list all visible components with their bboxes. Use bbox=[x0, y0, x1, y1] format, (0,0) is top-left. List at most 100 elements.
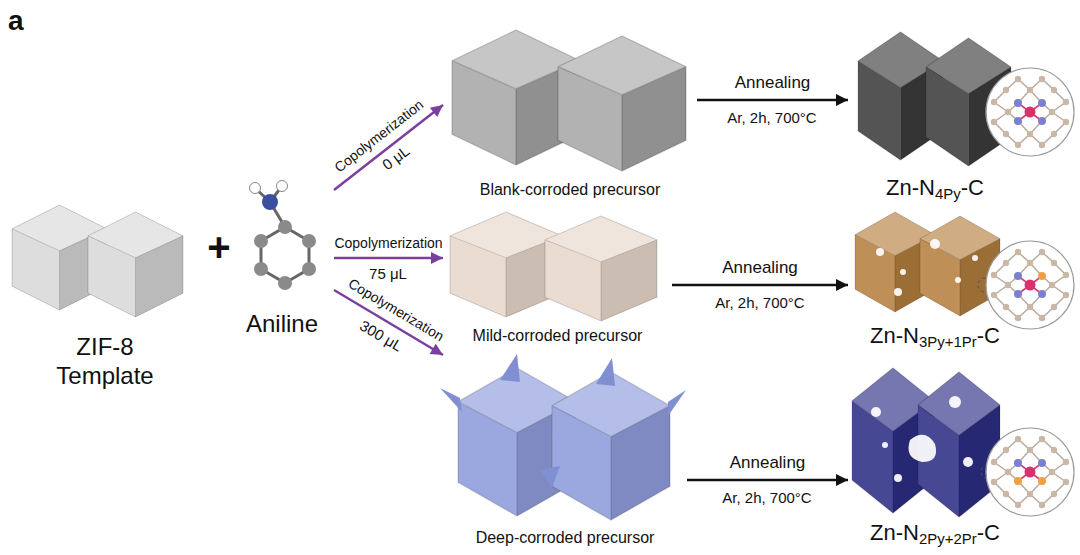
deep-precursor-crystal bbox=[500, 354, 520, 382]
panel-label: Deep-corroded precursor bbox=[445, 528, 685, 547]
process-arrow bbox=[672, 284, 848, 287]
blank-precursor-crystal bbox=[452, 30, 686, 171]
panel-label: Blank-corroded precursor bbox=[445, 180, 695, 199]
aniline-atoms bbox=[254, 262, 268, 276]
aniline-atoms bbox=[302, 262, 316, 276]
aniline-atoms bbox=[262, 194, 278, 210]
condition-label: 75 μL bbox=[369, 265, 407, 283]
arrow-label: Annealing bbox=[728, 453, 808, 473]
plus-sign: + bbox=[207, 223, 230, 271]
zn-n2py-crystal bbox=[871, 407, 881, 417]
zn-n4-structure bbox=[1014, 99, 1022, 107]
formula-subscript: 2Py+2Pr bbox=[919, 530, 977, 547]
formula-part: -C bbox=[977, 323, 1000, 348]
zn-n2py-crystal bbox=[909, 435, 937, 462]
arrow-label: Copolymerization bbox=[332, 235, 444, 252]
zn-n3-structure bbox=[1014, 272, 1046, 298]
figure-panel: Blank-corroded precursor bbox=[445, 25, 695, 199]
arrow-label: Annealing bbox=[733, 73, 813, 93]
formula-part: Zn-N bbox=[870, 520, 919, 545]
figure-panel: Mild-corroded precursor bbox=[445, 208, 670, 345]
arrow-label: Annealing bbox=[720, 258, 800, 278]
aniline-atoms bbox=[278, 220, 292, 234]
zn-n2py-crystal bbox=[882, 442, 888, 448]
zn-n4-structure bbox=[1038, 117, 1046, 125]
panel-letter: a bbox=[8, 4, 24, 38]
zn-n3-structure bbox=[1038, 272, 1046, 280]
zn-n2py-crystal bbox=[871, 396, 973, 482]
figure-panel: Deep-corroded precursor bbox=[445, 340, 685, 547]
zn-n4-structure bbox=[986, 68, 1074, 156]
panel-label: Zn-N3Py+1Pr-C bbox=[850, 323, 1020, 349]
zn-n3py-crystal bbox=[920, 216, 1000, 316]
deep-precursor-crystal bbox=[596, 358, 615, 386]
zn-n3-structure bbox=[1038, 290, 1046, 298]
mild-precursor-crystal bbox=[545, 216, 657, 321]
zn-n4-structure bbox=[1014, 117, 1022, 125]
condition-label: Ar, 2h, 700°C bbox=[715, 294, 804, 312]
deep-precursor-crystal bbox=[440, 388, 462, 412]
formula-subscript: 4Py bbox=[935, 185, 961, 202]
zif8-crystal bbox=[88, 212, 183, 317]
zn-n2-structure bbox=[1038, 459, 1046, 467]
zn-n3py-crystal bbox=[930, 239, 940, 249]
aniline-atoms bbox=[250, 183, 261, 194]
zn-n3py-crystal bbox=[894, 288, 902, 296]
zif8-crystal bbox=[12, 205, 183, 317]
aniline-atoms bbox=[302, 234, 316, 248]
zn-n2py-crystal bbox=[963, 457, 973, 467]
figure-panel: Zn-N4Py-C bbox=[850, 25, 1020, 201]
zn-n2py-crystal bbox=[949, 396, 961, 408]
zn-n3py-crystal bbox=[855, 212, 1000, 316]
zn-n4-structure bbox=[986, 68, 1074, 156]
aniline-atoms bbox=[254, 234, 268, 248]
deep-precursor-crystal bbox=[668, 390, 686, 416]
zn-n3-structure bbox=[986, 241, 1074, 329]
process-arrow bbox=[334, 257, 443, 260]
formula-part: -C bbox=[977, 520, 1000, 545]
zn-n2-structure bbox=[1038, 477, 1046, 485]
blank-precursor-crystal bbox=[558, 36, 686, 171]
panel-label: Mild-corroded precursor bbox=[445, 326, 670, 345]
zn-n2-structure bbox=[986, 428, 1074, 516]
formula-part: Zn-N bbox=[886, 175, 935, 200]
condition-label: 0 μL bbox=[379, 142, 413, 174]
zn-n2py-crystal bbox=[894, 474, 902, 482]
figure-panel: ZIF-8 Template bbox=[5, 195, 205, 391]
zn-n3py-crystal bbox=[900, 269, 906, 275]
condition-label: Ar, 2h, 700°C bbox=[727, 109, 816, 127]
zn-n2-structure bbox=[1014, 477, 1046, 485]
deep-precursor-crystal bbox=[540, 466, 560, 488]
mild-precursor-crystal bbox=[450, 212, 657, 321]
condition-label: 300 μL bbox=[357, 317, 406, 356]
zn-n3-structure bbox=[986, 241, 1074, 329]
aniline-molecule bbox=[255, 186, 309, 283]
zn-n2-structure bbox=[1014, 459, 1046, 467]
condition-label: Ar, 2h, 700°C bbox=[722, 489, 811, 507]
process-arrow bbox=[697, 99, 848, 102]
zn-n3py-crystal bbox=[876, 248, 884, 256]
zn-n3py-crystal bbox=[955, 277, 961, 283]
zn-n2-structure bbox=[1014, 477, 1022, 485]
zn-n3-structure bbox=[1014, 272, 1022, 280]
aniline-atoms bbox=[250, 181, 317, 291]
panel-label: Zn-N2Py+2Pr-C bbox=[850, 520, 1020, 546]
deep-precursor-crystal bbox=[440, 354, 686, 488]
panel-label: Aniline bbox=[232, 310, 332, 339]
panel-label: ZIF-8 Template bbox=[45, 333, 165, 391]
figure-panel: Aniline bbox=[232, 178, 332, 339]
process-arrow bbox=[687, 479, 848, 482]
formula-part: -C bbox=[961, 175, 984, 200]
zn-n4-structure bbox=[1014, 99, 1046, 125]
deep-precursor-crystal bbox=[440, 354, 686, 520]
zn-n4-structure bbox=[1038, 99, 1046, 107]
figure-panel: Zn-N2Py+2Pr-C bbox=[850, 355, 1020, 546]
deep-precursor-crystal bbox=[552, 372, 670, 520]
formula-part: Zn-N bbox=[870, 323, 919, 348]
figure-panel: Zn-N3Py+1Pr-C bbox=[850, 208, 1020, 349]
zn-n2py-crystal bbox=[852, 368, 1000, 517]
zn-n3py-crystal bbox=[972, 255, 978, 261]
